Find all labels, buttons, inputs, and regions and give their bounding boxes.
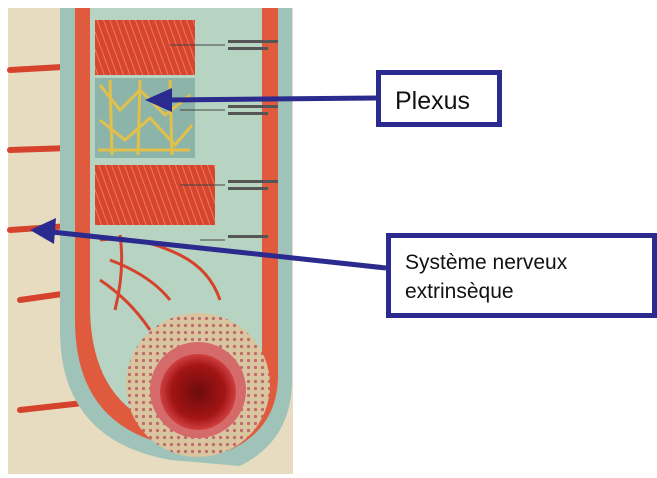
extrinsic-nervous-system-label-box: Système nerveux extrinsèque bbox=[386, 233, 657, 318]
myenteric-plexus bbox=[95, 78, 195, 158]
intestinal-lumen bbox=[160, 354, 236, 430]
muscle-block-top bbox=[95, 20, 195, 75]
plexus-label: Plexus bbox=[395, 87, 497, 116]
circular-muscle-band bbox=[95, 165, 215, 225]
plexus-label-box: Plexus bbox=[376, 70, 502, 127]
extrinsic-label-line2: extrinsèque bbox=[405, 277, 652, 306]
extrinsic-label-line1: Système nerveux bbox=[405, 248, 652, 277]
